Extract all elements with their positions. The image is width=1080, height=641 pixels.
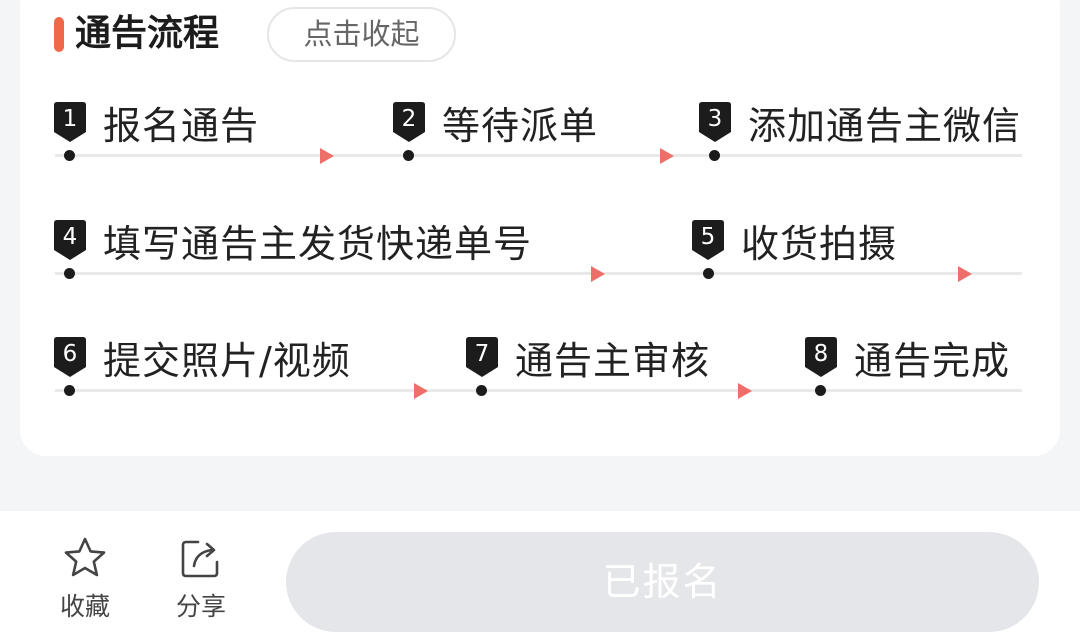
step-row-line (55, 272, 1022, 275)
step-number-badge: 7 (466, 337, 498, 377)
step-label: 提交照片/视频 (103, 338, 351, 383)
step-1: 1 报名通告 (54, 94, 259, 150)
step-arrow (738, 383, 752, 399)
step-number-badge: 1 (54, 102, 86, 142)
section-title: 通告流程 (75, 13, 220, 54)
title-accent-bar (54, 17, 64, 52)
share-label: 分享 (175, 592, 226, 621)
step-row-line (55, 389, 1022, 392)
step-label: 收货拍摄 (741, 221, 898, 266)
step-number-badge: 2 (393, 102, 425, 142)
step-number-badge: 6 (54, 337, 86, 377)
step-3: 3 添加通告主微信 (699, 94, 1021, 150)
favorite-label: 收藏 (59, 592, 110, 621)
step-label: 等待派单 (442, 103, 599, 148)
step-number-badge: 5 (692, 220, 724, 260)
step-arrow (414, 383, 428, 399)
step-label: 填写通告主发货快递单号 (103, 221, 533, 266)
step-4: 4 填写通告主发货快递单号 (54, 212, 532, 268)
process-card (20, 0, 1060, 456)
signed-up-button[interactable]: 已报名 (286, 532, 1039, 632)
step-label: 报名通告 (103, 103, 260, 148)
step-dot (709, 150, 720, 161)
step-number-badge: 4 (54, 220, 86, 260)
step-dot (64, 150, 75, 161)
step-number-badge: 8 (805, 337, 837, 377)
step-7: 7 通告主审核 (466, 329, 710, 385)
step-label: 通告完成 (854, 338, 1011, 383)
step-dot (64, 268, 75, 279)
step-number-badge: 3 (699, 102, 731, 142)
step-row-line (55, 154, 1022, 157)
step-dot (476, 385, 487, 396)
collapse-button[interactable]: 点击收起 (267, 7, 456, 62)
step-5: 5 收货拍摄 (692, 212, 897, 268)
step-arrow (591, 266, 605, 282)
step-dot (815, 385, 826, 396)
favorite-button[interactable]: 收藏 (45, 535, 125, 623)
step-8: 8 通告完成 (805, 329, 1010, 385)
share-icon (181, 540, 219, 578)
step-arrow (958, 266, 972, 282)
step-6: 6 提交照片/视频 (54, 329, 351, 385)
step-dot (64, 385, 75, 396)
step-2: 2 等待派单 (393, 94, 598, 150)
step-arrow (320, 148, 334, 164)
step-dot (703, 268, 714, 279)
share-button[interactable]: 分享 (161, 535, 241, 623)
step-label: 添加通告主微信 (748, 103, 1022, 148)
step-dot (403, 150, 414, 161)
step-label: 通告主审核 (515, 338, 711, 383)
step-arrow (660, 148, 674, 164)
star-outline-icon (64, 537, 106, 577)
